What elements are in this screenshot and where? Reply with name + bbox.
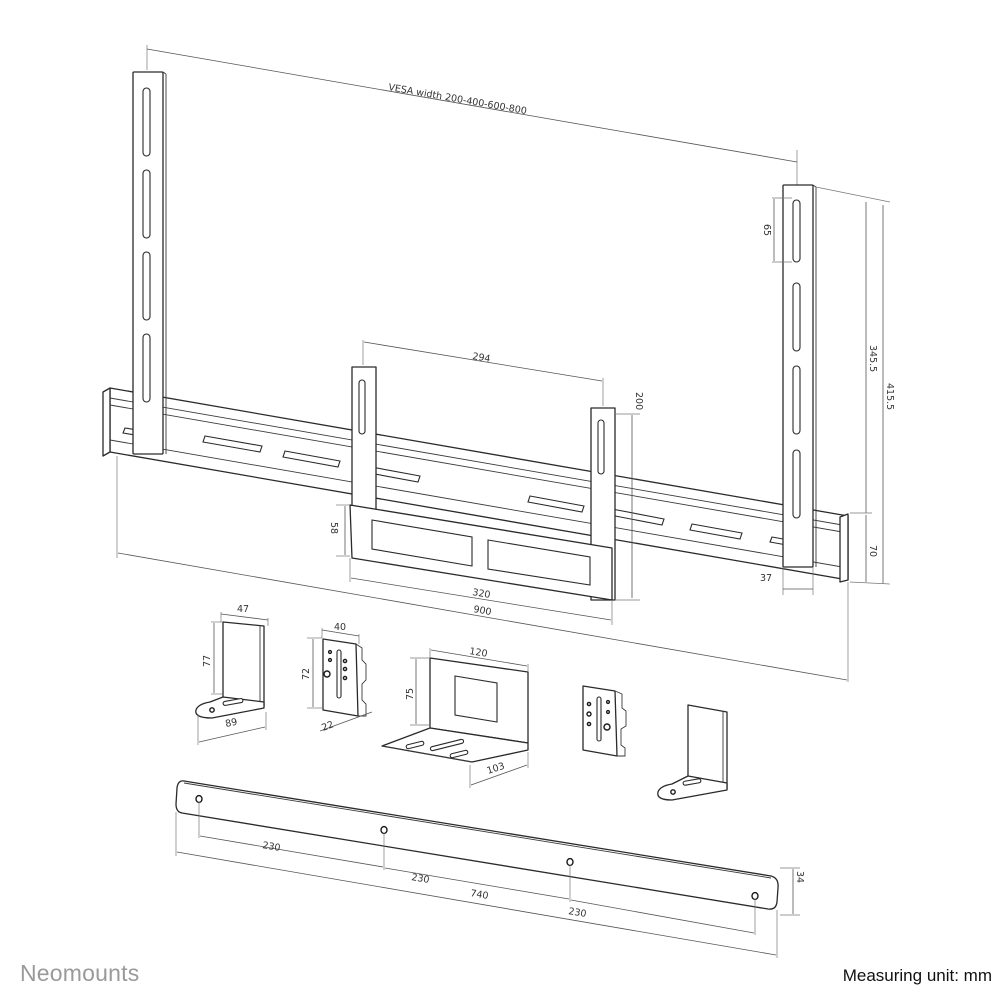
tray-width-label: 320 xyxy=(472,587,492,601)
vesa-width-label: VESA width 200-400-600-800 xyxy=(387,82,527,117)
horizontal-rail xyxy=(102,387,849,583)
upright-width-label: 37 xyxy=(760,573,772,584)
overall-height-label: 415.5 xyxy=(884,383,895,410)
clip-bracket-height-label: 72 xyxy=(301,668,312,680)
l-bracket-depth-label: 89 xyxy=(224,717,238,730)
clip-bracket-depth-label: 22 xyxy=(320,719,335,733)
rail-length-label: 900 xyxy=(472,604,492,618)
center-spacing-dimension: 294 200 xyxy=(362,340,644,601)
flat-mounting-bar xyxy=(175,780,779,910)
height-to-rail-label: 345.5 xyxy=(867,345,878,372)
l-bracket-height-label: 77 xyxy=(202,655,213,667)
clip-bracket-width-label: 40 xyxy=(334,622,346,633)
rail-length-dimension: 900 xyxy=(116,456,849,682)
vesa-width-dimension: VESA width 200-400-600-800 xyxy=(146,45,798,185)
clip-bracket-right xyxy=(582,685,627,757)
flat-bar-height-label: 34 xyxy=(794,871,805,883)
flat-bar-spacing-2-label: 230 xyxy=(411,872,431,886)
right-upright-dimensions: 65 345.5 415.5 70 37 xyxy=(760,186,895,595)
l-bracket-left: 47 77 89 xyxy=(195,604,269,745)
center-height-label: 200 xyxy=(633,392,644,410)
flat-bar-spacing-1-label: 230 xyxy=(262,840,282,854)
rail-height-label: 70 xyxy=(867,545,878,557)
l-bracket-right xyxy=(657,704,728,801)
shelf-bracket-height-label: 75 xyxy=(405,688,416,700)
flat-bar-dimensions: 230 230 230 740 34 xyxy=(175,802,805,958)
shelf-bracket: 120 75 103 xyxy=(381,646,529,788)
shelf-bracket-width-label: 120 xyxy=(469,646,489,660)
clip-bracket-left: 40 72 22 xyxy=(301,622,373,734)
shelf-bracket-depth-label: 103 xyxy=(486,761,507,777)
brand-logo-text: Neomounts xyxy=(20,960,140,986)
measuring-unit-note: Measuring unit: mm xyxy=(842,966,992,985)
tray-height-label: 58 xyxy=(328,522,339,534)
center-tray-frame: 58 320 xyxy=(328,504,613,625)
center-spacing-label: 294 xyxy=(472,351,492,365)
l-bracket-width-label: 47 xyxy=(237,604,249,615)
left-vertical-upright xyxy=(132,71,167,455)
slot-pitch-label: 65 xyxy=(761,224,772,236)
flat-bar-length-label: 740 xyxy=(470,888,490,902)
right-vertical-upright xyxy=(782,184,817,568)
center-left-upright xyxy=(351,366,377,516)
flat-bar-spacing-3-label: 230 xyxy=(568,906,588,920)
